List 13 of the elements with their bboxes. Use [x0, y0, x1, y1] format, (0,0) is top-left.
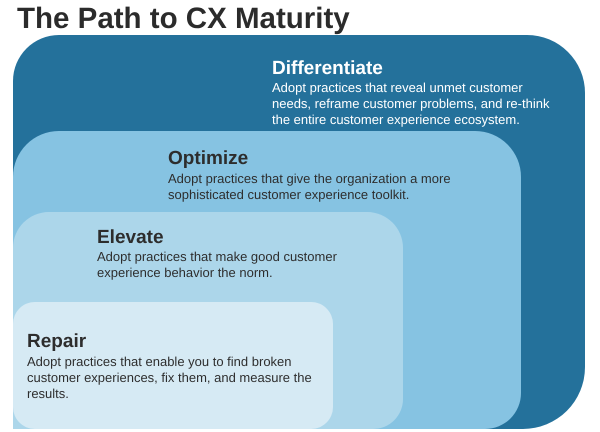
stage-panel — [13, 131, 521, 429]
stage-description: Adopt practices that make good customer experience behavior the norm. — [97, 249, 338, 281]
diagram-title: The Path to CX Maturity — [17, 2, 350, 36]
stage-heading: Elevate — [97, 227, 164, 249]
stage-heading: Optimize — [168, 148, 248, 170]
stage-panel — [13, 302, 333, 429]
stage-description: Adopt practices that enable you to find broken customer experiences, fix them, and measure the results. — [27, 354, 313, 402]
stage-panel — [13, 212, 403, 429]
stage-heading: Differentiate — [272, 58, 383, 80]
stage-description: Adopt practices that reveal unmet customer needs, reframe customer problems, and re-think the entire customer experience ecosystem. — [272, 80, 550, 128]
stage-description: Adopt practices that give the organization a more sophisticated customer experience toolkit. — [168, 171, 452, 203]
stage-heading: Repair — [27, 331, 86, 353]
stage-panel — [13, 35, 585, 429]
